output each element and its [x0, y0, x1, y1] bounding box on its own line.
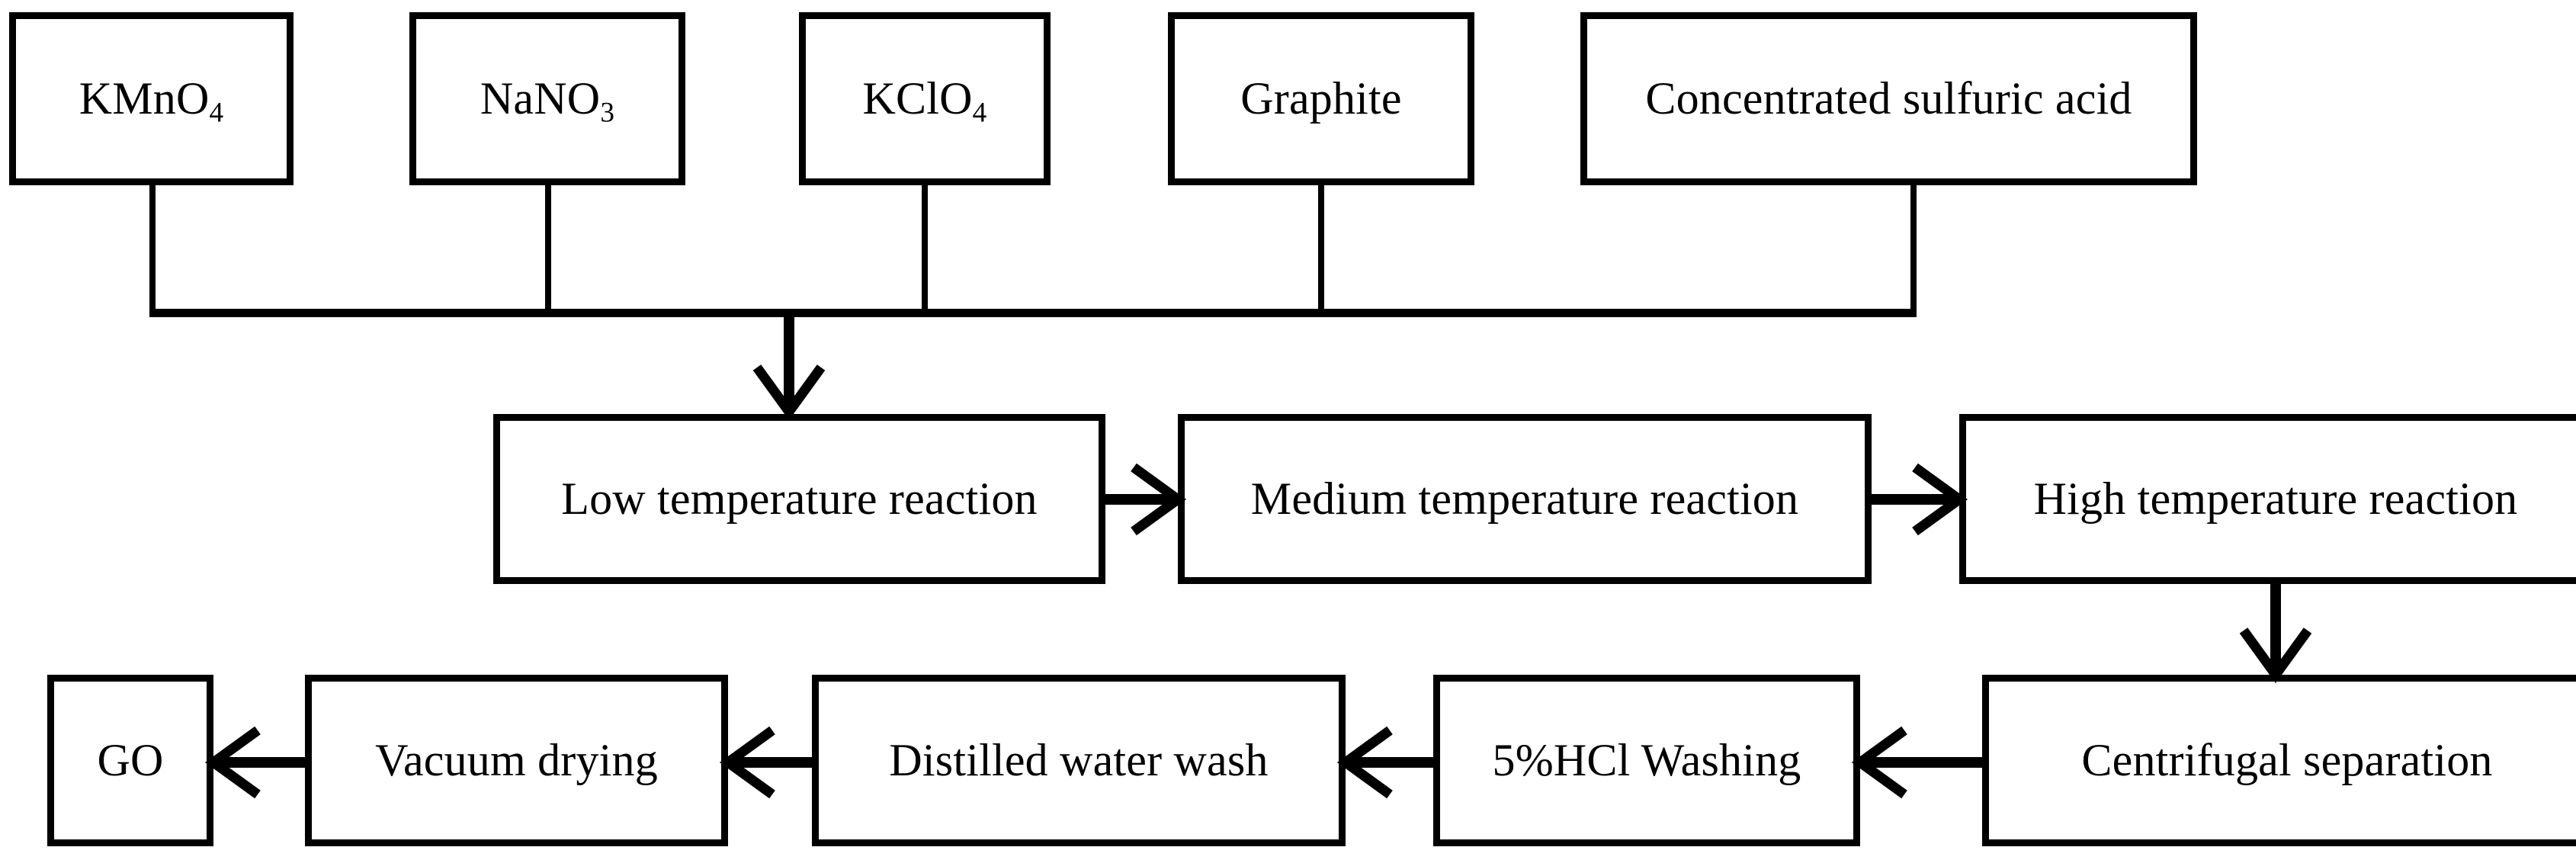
- node-kmno4-label: KMnO4: [79, 73, 224, 129]
- node-concentrated-sulfuric-acid[interactable]: Concentrated sulfuric acid: [1580, 12, 2197, 185]
- node-high-temperature-reaction[interactable]: High temperature reaction: [1959, 414, 2576, 584]
- arrow-vacuum-to-go: [204, 726, 305, 799]
- stem-kclo4: [922, 185, 928, 313]
- node-hcl-washing-label: 5%HCl Washing: [1492, 735, 1801, 785]
- node-hcl-washing[interactable]: 5%HCl Washing: [1433, 675, 1860, 846]
- stem-nano3: [545, 185, 551, 313]
- arrow-distilled-to-vacuum: [719, 726, 812, 799]
- node-go-label: GO: [97, 735, 164, 785]
- node-vacuum-drying-label: Vacuum drying: [375, 735, 658, 785]
- node-centrifugal-separation[interactable]: Centrifugal separation: [1982, 675, 2576, 846]
- node-kclo4[interactable]: KClO4: [799, 12, 1051, 185]
- node-nano3-label: NaNO3: [480, 73, 615, 129]
- node-distilled-water-wash[interactable]: Distilled water wash: [812, 675, 1346, 846]
- node-low-temperature-reaction-label: Low temperature reaction: [561, 473, 1038, 524]
- arrow-medium-to-high: [1872, 463, 1968, 536]
- node-kclo4-label: KClO4: [862, 73, 987, 129]
- stem-kmno4: [149, 185, 156, 316]
- node-concentrated-sulfuric-acid-label: Concentrated sulfuric acid: [1645, 73, 2132, 124]
- stem-h2so4: [1910, 185, 1917, 316]
- node-kmno4[interactable]: KMnO4: [9, 12, 294, 185]
- reagent-bus-line: [149, 309, 1917, 317]
- arrow-bus-to-low: [752, 313, 826, 421]
- node-medium-temperature-reaction[interactable]: Medium temperature reaction: [1178, 414, 1872, 584]
- arrow-centrifuge-to-hcl: [1851, 726, 1982, 799]
- node-high-temperature-reaction-label: High temperature reaction: [2033, 473, 2518, 524]
- node-centrifugal-separation-label: Centrifugal separation: [2081, 735, 2493, 785]
- node-nano3[interactable]: NaNO3: [409, 12, 685, 185]
- arrow-high-to-centrifuge: [2239, 584, 2312, 684]
- node-graphite[interactable]: Graphite: [1168, 12, 1474, 185]
- stem-graphite: [1318, 185, 1324, 313]
- node-graphite-label: Graphite: [1240, 73, 1402, 124]
- node-distilled-water-wash-label: Distilled water wash: [889, 735, 1269, 785]
- arrow-hcl-to-distilled: [1336, 726, 1433, 799]
- arrow-low-to-medium: [1105, 463, 1187, 536]
- node-go[interactable]: GO: [47, 675, 213, 846]
- node-vacuum-drying[interactable]: Vacuum drying: [305, 675, 728, 846]
- node-medium-temperature-reaction-label: Medium temperature reaction: [1250, 473, 1799, 524]
- node-low-temperature-reaction[interactable]: Low temperature reaction: [493, 414, 1105, 584]
